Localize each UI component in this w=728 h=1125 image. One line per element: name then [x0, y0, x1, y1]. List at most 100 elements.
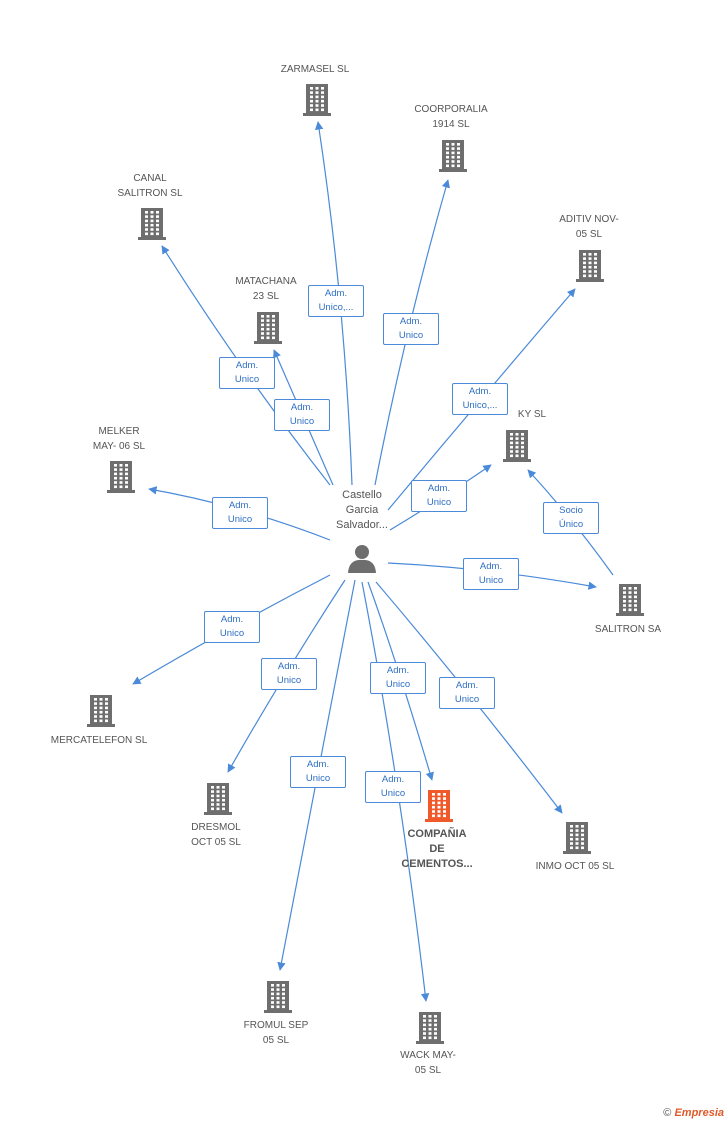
edge-label-matachana[interactable]: Adm. Unico — [274, 399, 330, 431]
label-line: 1914 SL — [432, 119, 470, 130]
building-icon-salitron[interactable] — [616, 584, 644, 616]
label-line: Castello — [342, 489, 382, 501]
company-label-melker[interactable]: MELKER MAY- 06 SL — [59, 424, 179, 454]
edge-label-ky[interactable]: Adm. Unico — [411, 480, 467, 512]
company-label-canal[interactable]: CANAL SALITRON SL — [90, 171, 210, 201]
label-line: Unico — [289, 416, 315, 427]
company-label-ky[interactable]: KY SL — [472, 407, 592, 422]
label-line: Garcia — [345, 504, 379, 516]
label-line: Unico — [385, 679, 411, 690]
building-icon-canal[interactable] — [138, 208, 166, 240]
building-icon-wack[interactable] — [416, 1012, 444, 1044]
edge-label-salitron[interactable]: Adm. Unico — [463, 558, 519, 590]
label-line: DRESMOL — [191, 822, 241, 833]
label-line: INMO OCT 05 SL — [535, 861, 615, 872]
label-line: Adm. — [228, 500, 252, 511]
label-line: Unico — [380, 788, 406, 799]
label-line: Unico — [234, 374, 260, 385]
edge-label-compania[interactable]: Adm. Unico — [370, 662, 426, 694]
company-label-matachana[interactable]: MATACHANA 23 SL — [206, 274, 326, 304]
label-line: Adm. — [427, 483, 451, 494]
label-line: CANAL — [133, 173, 167, 184]
label-line: Salvador... — [336, 519, 388, 531]
label-line: CEMENTOS... — [401, 858, 473, 870]
label-line: Unico — [219, 628, 245, 639]
company-label-dresmol[interactable]: DRESMOL OCT 05 SL — [156, 820, 276, 850]
company-label-wack[interactable]: WACK MAY- 05 SL — [368, 1048, 488, 1078]
company-label-salitron[interactable]: SALITRON SA — [568, 622, 688, 637]
company-label-fromul[interactable]: FROMUL SEP 05 SL — [216, 1018, 336, 1048]
label-line: Unico,... — [462, 400, 498, 411]
building-icon-melker[interactable] — [107, 461, 135, 493]
label-line: ADITIV NOV- — [559, 214, 619, 225]
company-label-inmo[interactable]: INMO OCT 05 SL — [515, 859, 635, 874]
edge-label-canal[interactable]: Adm. Unico — [219, 357, 275, 389]
building-icon-inmo[interactable] — [563, 822, 591, 854]
edge-label-coorporalia[interactable]: Adm. Unico — [383, 313, 439, 345]
building-icon-matachana[interactable] — [254, 312, 282, 344]
building-icon-zarmasel[interactable] — [303, 84, 331, 116]
label-line: FROMUL SEP — [243, 1020, 309, 1031]
label-line: COMPAÑIA — [407, 828, 467, 840]
company-label-mercatelefon[interactable]: MERCATELEFON SL — [39, 733, 159, 748]
label-line: Único — [558, 519, 584, 530]
label-line: Adm. — [235, 360, 259, 371]
building-icon-compania[interactable] — [425, 790, 453, 822]
label-line: Adm. — [290, 402, 314, 413]
label-line: 05 SL — [575, 229, 603, 240]
label-line: Adm. — [220, 614, 244, 625]
company-label-zarmasel[interactable]: ZARMASEL SL — [255, 62, 375, 77]
label-line: 23 SL — [252, 291, 280, 302]
label-line: Adm. — [324, 288, 348, 299]
company-label-aditiv[interactable]: ADITIV NOV- 05 SL — [529, 212, 649, 242]
label-line: MELKER — [98, 426, 140, 437]
label-line: MERCATELEFON SL — [50, 735, 148, 746]
label-line: Unico — [227, 514, 253, 525]
edge-label-aditiv[interactable]: Adm. Unico,... — [452, 383, 508, 415]
label-line: Adm. — [277, 661, 301, 672]
label-line: Adm. — [386, 665, 410, 676]
person-icon[interactable] — [348, 545, 376, 573]
label-line: Adm. — [468, 386, 492, 397]
label-line: OCT 05 SL — [191, 837, 241, 848]
label-line: KY SL — [517, 409, 547, 420]
label-line: Adm. — [306, 759, 330, 770]
label-line: DE — [429, 843, 445, 855]
label-line: Unico — [478, 575, 504, 586]
edge-label-zarmasel[interactable]: Adm.Unico,... — [308, 285, 364, 317]
brand-logo: © Empresia — [663, 1107, 724, 1119]
edge-label-mercatelefon[interactable]: Adm. Unico — [204, 611, 260, 643]
label-line: Adm. — [399, 316, 423, 327]
label-line: 05 SL — [262, 1035, 290, 1046]
label-line: Unico — [426, 497, 452, 508]
edge-label-inmo[interactable]: Adm.Unico — [439, 677, 495, 709]
building-icon-fromul[interactable] — [264, 981, 292, 1013]
building-icon-aditiv[interactable] — [576, 250, 604, 282]
label-line: 05 SL — [414, 1065, 442, 1076]
label-line: Unico — [276, 675, 302, 686]
edge-label-dresmol[interactable]: Adm. Unico — [261, 658, 317, 690]
company-label-compania[interactable]: COMPAÑIA DE CEMENTOS... — [377, 827, 497, 872]
label-line: SALITRON SL — [117, 188, 183, 199]
label-line: Unico — [398, 330, 424, 341]
edge-label-wack[interactable]: Adm.Unico — [365, 771, 421, 803]
building-icon-dresmol[interactable] — [204, 783, 232, 815]
edge-label-melker[interactable]: Adm. Unico — [212, 497, 268, 529]
label-line: ZARMASEL SL — [280, 64, 350, 75]
edge-label-fromul[interactable]: Adm. Unico — [290, 756, 346, 788]
building-icon-coorporalia[interactable] — [439, 140, 467, 172]
label-line: Socio — [559, 505, 583, 516]
label-line: MAY- 06 SL — [92, 441, 146, 452]
copyright-symbol: © — [663, 1107, 672, 1119]
label-line: Adm. — [479, 561, 503, 572]
building-icon-ky[interactable] — [503, 430, 531, 462]
label-line: Adm. — [455, 680, 479, 691]
label-line: WACK MAY- — [400, 1050, 456, 1061]
label-line: Unico — [305, 773, 331, 784]
label-line: MATACHANA — [235, 276, 297, 287]
building-icon-mercatelefon[interactable] — [87, 695, 115, 727]
